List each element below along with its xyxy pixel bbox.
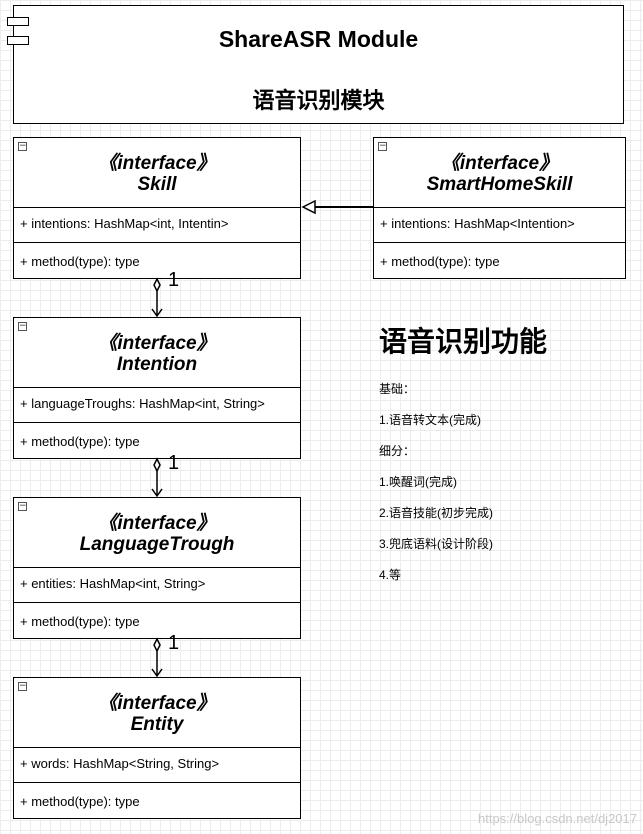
class-stereotype: 《interface》	[98, 153, 216, 174]
notes-line: 4.等	[379, 568, 402, 582]
collapse-icon[interactable]: −	[18, 321, 27, 331]
inheritance-arrow-icon	[301, 199, 316, 215]
notes-title: 语音识别功能	[379, 326, 548, 357]
class-attribute: + intentions: HashMap<int, Intentin>	[14, 208, 300, 243]
class-method: + method(type): type	[20, 794, 140, 809]
aggregation-edge-skill-intention	[151, 277, 163, 318]
arrowhead-icon	[151, 668, 163, 678]
notes-line: 细分：	[379, 444, 416, 458]
class-name: LanguageTrough	[79, 534, 235, 555]
class-stereotype: 《interface》	[98, 693, 216, 714]
notes-line: 基础：	[379, 382, 416, 396]
class-name: Skill	[137, 174, 177, 195]
collapse-icon[interactable]: −	[378, 141, 387, 151]
class-smarthomeskill[interactable]: − 《interface》 SmartHomeSkill + intention…	[373, 137, 626, 279]
class-method: + method(type): type	[20, 614, 140, 629]
class-stereotype: 《interface》	[98, 333, 216, 354]
class-languagetrough[interactable]: − 《interface》 LanguageTrough + entities:…	[13, 497, 301, 639]
collapse-icon[interactable]: −	[18, 681, 27, 691]
class-attribute: + words: HashMap<String, String>	[14, 748, 300, 783]
module-title: ShareASR Module	[218, 26, 419, 52]
aggregation-edge-intention-languagetrough	[151, 457, 163, 498]
module-subtitle: 语音识别模块	[252, 88, 385, 113]
notes-line: 1.语音转文本(完成)	[379, 413, 482, 427]
collapse-icon[interactable]: −	[18, 141, 27, 151]
component-tab-icon	[7, 17, 29, 26]
notes-panel: 语音识别功能 基础： 1.语音转文本(完成) 细分： 1.唤醒词(完成) 2.语…	[379, 320, 547, 597]
multiplicity-label: 1	[168, 452, 180, 474]
aggregation-edge-languagetrough-entity	[151, 637, 163, 678]
notes-line: 2.语音技能(初步完成)	[379, 506, 494, 520]
class-name: SmartHomeSkill	[426, 174, 573, 195]
class-name: Entity	[130, 714, 184, 735]
class-stereotype: 《interface》	[98, 513, 216, 534]
arrowhead-icon	[151, 488, 163, 498]
component-tab-icon	[7, 36, 29, 45]
multiplicity-label: 1	[168, 269, 180, 291]
class-name: Intention	[116, 354, 198, 375]
multiplicity-label: 1	[168, 632, 180, 654]
aggregation-diamond-icon	[153, 277, 161, 293]
watermark: https://blog.csdn.net/dj2017	[477, 811, 637, 826]
class-attribute: + languageTroughs: HashMap<int, String>	[14, 388, 300, 423]
aggregation-diamond-icon	[153, 637, 161, 653]
aggregation-diamond-icon	[153, 457, 161, 473]
collapse-icon[interactable]: −	[18, 501, 27, 511]
module-box: ShareASR Module 语音识别模块	[7, 5, 624, 124]
class-attribute: + entities: HashMap<int, String>	[14, 568, 300, 603]
class-method: + method(type): type	[20, 254, 140, 269]
notes-line: 3.兜底语料(设计阶段)	[379, 537, 494, 551]
class-attribute: + intentions: HashMap<Intention>	[374, 208, 625, 243]
class-stereotype: 《interface》	[440, 153, 559, 174]
arrowhead-icon	[151, 308, 163, 318]
class-method: + method(type): type	[20, 434, 140, 449]
class-entity[interactable]: − 《interface》 Entity + words: HashMap<St…	[13, 677, 301, 819]
class-method: + method(type): type	[380, 254, 500, 269]
notes-line: 1.唤醒词(完成)	[379, 475, 458, 489]
inheritance-edge	[301, 199, 373, 215]
